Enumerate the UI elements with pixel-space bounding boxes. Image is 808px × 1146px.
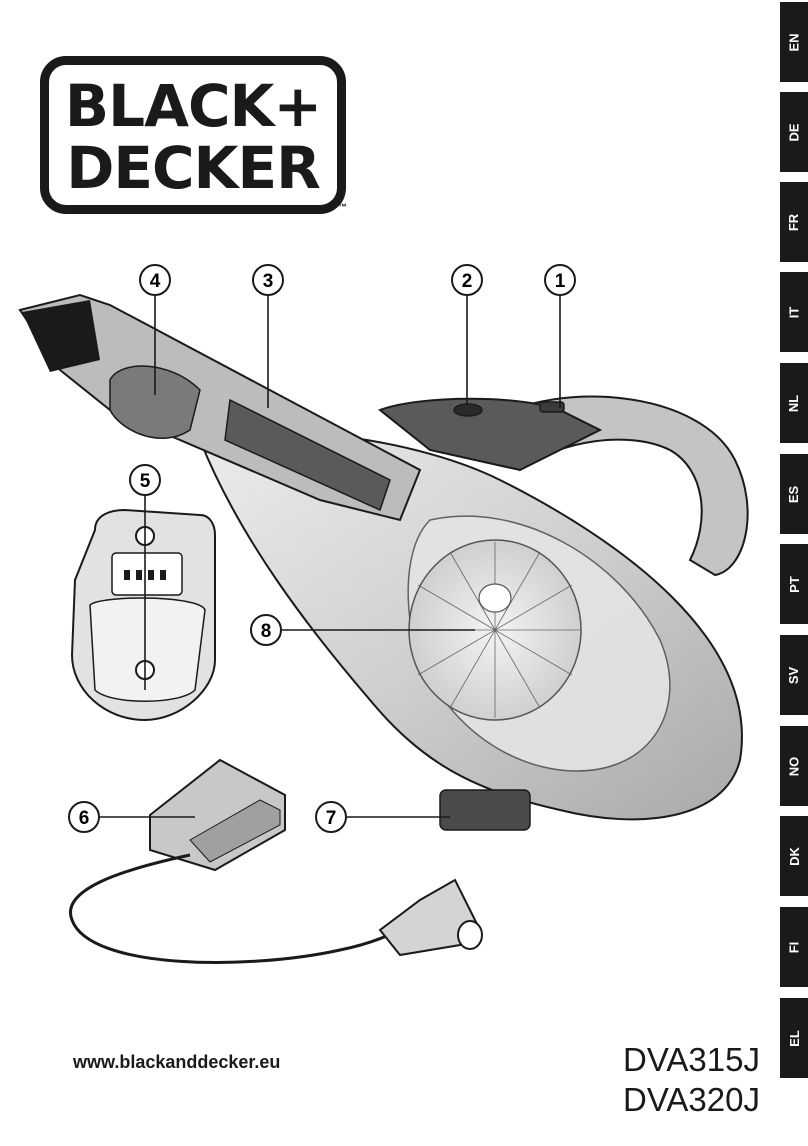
lang-tab-label: DK bbox=[786, 846, 802, 866]
trademark-symbol: ™ bbox=[338, 202, 347, 212]
svg-text:6: 6 bbox=[79, 808, 90, 829]
charging-socket bbox=[439, 789, 531, 831]
lang-tab-en[interactable]: EN bbox=[780, 2, 808, 82]
brand-logo: BLACK+ DECKER bbox=[40, 56, 346, 214]
svg-text:3: 3 bbox=[263, 271, 274, 292]
svg-text:7: 7 bbox=[326, 808, 337, 829]
callout-6: 6 bbox=[68, 801, 100, 833]
lang-tab-es[interactable]: ES bbox=[780, 454, 808, 534]
release-button bbox=[453, 403, 483, 417]
lang-tab-pt[interactable]: PT bbox=[780, 544, 808, 624]
callout-8: 8 bbox=[250, 614, 282, 646]
lang-tab-it[interactable]: IT bbox=[780, 272, 808, 352]
model-number: DVA315J bbox=[623, 1041, 760, 1078]
callout-3: 3 bbox=[252, 264, 284, 296]
lang-tab-label: SV bbox=[786, 666, 802, 684]
lang-tab-fr[interactable]: FR bbox=[780, 182, 808, 262]
product-illustration: 1 2 3 4 5 6 7 8 bbox=[18, 264, 749, 964]
lang-tab-label: NO bbox=[786, 756, 802, 776]
vacuum-handle bbox=[377, 395, 749, 577]
charging-dock bbox=[70, 508, 216, 722]
filter bbox=[408, 539, 582, 721]
brand-line-1: BLACK+ bbox=[64, 72, 322, 140]
svg-text:4: 4 bbox=[150, 271, 161, 292]
lang-tab-nl[interactable]: NL bbox=[780, 363, 808, 443]
lang-tab-label: ES bbox=[786, 485, 802, 503]
lang-tab-label: FI bbox=[786, 941, 802, 953]
model-number: DVA320J bbox=[623, 1081, 760, 1118]
svg-text:8: 8 bbox=[261, 621, 272, 642]
lang-tab-label: DE bbox=[786, 122, 802, 142]
lang-tab-label: EN bbox=[786, 32, 802, 52]
lang-tab-label: NL bbox=[786, 394, 802, 412]
lang-tab-sv[interactable]: SV bbox=[780, 635, 808, 715]
svg-text:1: 1 bbox=[555, 271, 566, 292]
website-link[interactable]: www.blackanddecker.eu bbox=[73, 1052, 281, 1072]
lang-tab-label: EL bbox=[786, 1029, 802, 1047]
callout-7: 7 bbox=[315, 801, 347, 833]
model-numbers: DVA315J DVA320J bbox=[623, 1040, 760, 1120]
svg-text:5: 5 bbox=[140, 471, 151, 492]
callout-4: 4 bbox=[139, 264, 171, 296]
callout-1: 1 bbox=[544, 264, 576, 296]
lang-tab-el[interactable]: EL bbox=[780, 998, 808, 1078]
power-switch bbox=[539, 401, 565, 413]
brand-line-2: DECKER bbox=[66, 134, 321, 202]
lang-tab-fi[interactable]: FI bbox=[780, 907, 808, 987]
charger bbox=[68, 758, 483, 964]
lang-tab-de[interactable]: DE bbox=[780, 92, 808, 172]
lang-tab-label: IT bbox=[786, 306, 802, 318]
lang-tab-label: FR bbox=[786, 213, 802, 231]
lang-tab-label: PT bbox=[786, 575, 802, 593]
lang-tab-no[interactable]: NO bbox=[780, 726, 808, 806]
crevice-tool bbox=[18, 293, 422, 522]
callout-2: 2 bbox=[451, 264, 483, 296]
language-tabs: EN DE FR IT NL ES PT SV NO DK FI EL bbox=[780, 0, 808, 1146]
callout-5: 5 bbox=[129, 464, 161, 496]
svg-text:2: 2 bbox=[462, 271, 473, 292]
lang-tab-dk[interactable]: DK bbox=[780, 816, 808, 896]
